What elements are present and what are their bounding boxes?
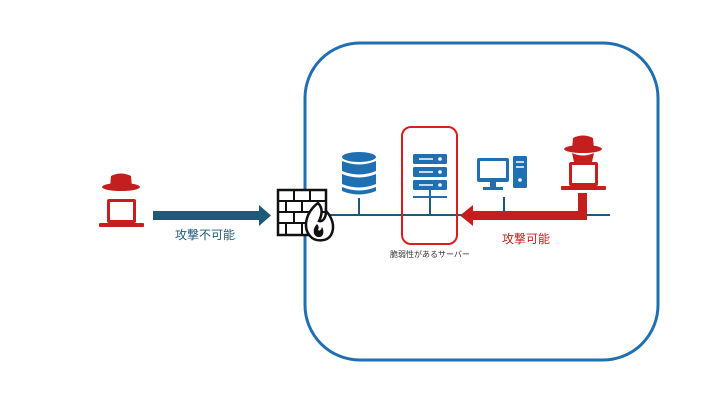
desktop-pc-icon xyxy=(477,156,527,190)
server-icon xyxy=(413,154,447,198)
possible-attack-arrow xyxy=(460,193,587,226)
blocked-attack-arrow xyxy=(153,205,271,226)
database-icon xyxy=(342,152,376,195)
attack-possible-label: 攻撃可能 xyxy=(502,232,551,246)
internal-network-boundary xyxy=(303,41,660,362)
vulnerable-server-label: 脆弱性があるサーバー xyxy=(390,250,470,259)
attack-blocked-label: 攻撃不可能 xyxy=(175,228,236,242)
vulnerable-server-highlight xyxy=(401,126,458,245)
inside-attacker-icon xyxy=(561,135,606,190)
firewall-icon xyxy=(276,188,335,242)
outside-attacker-icon xyxy=(99,173,144,227)
